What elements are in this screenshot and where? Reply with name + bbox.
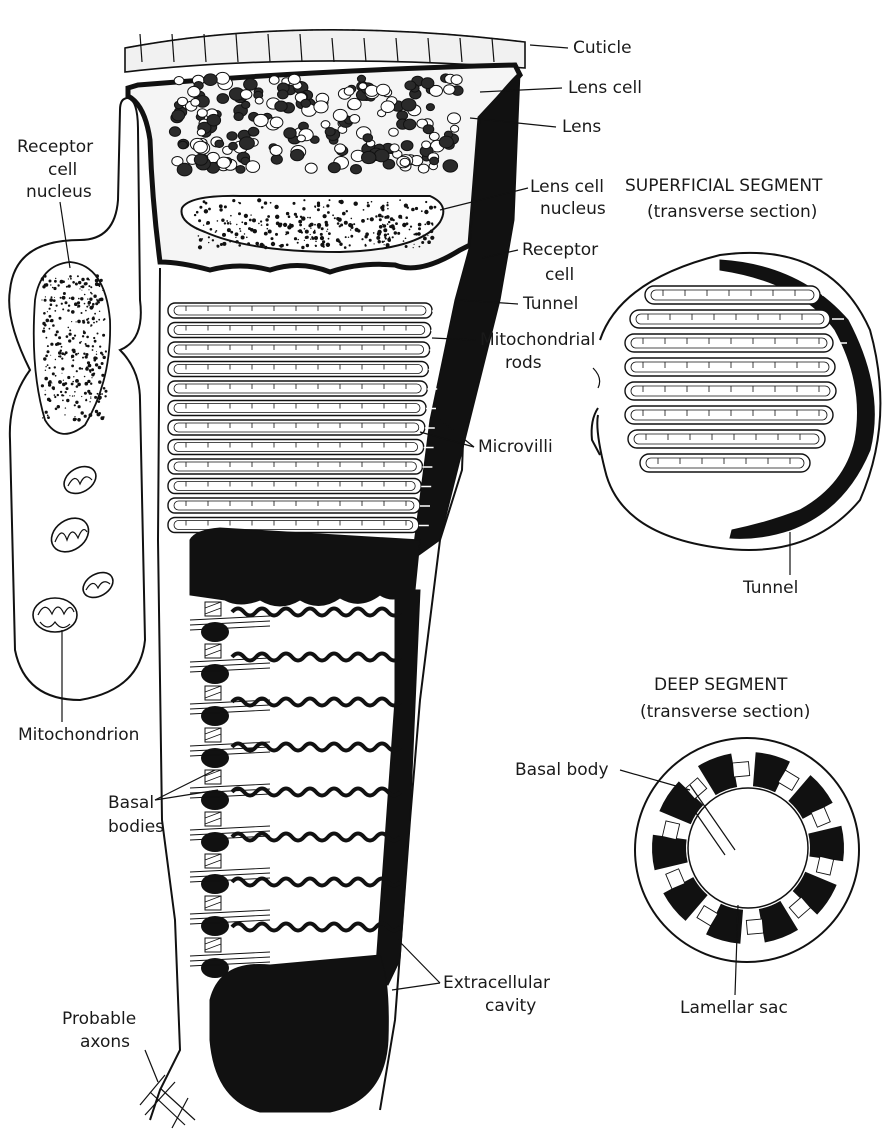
deep-subtitle: (transverse section) bbox=[640, 702, 810, 722]
longitudinal-section bbox=[125, 30, 525, 1128]
basal-black-mass bbox=[210, 955, 388, 1112]
lamellar-sac-lumen bbox=[688, 788, 808, 908]
label-probable-axons-2: axons bbox=[80, 1032, 130, 1052]
mitochondrion-3 bbox=[79, 567, 118, 602]
label-tunnel: Tunnel bbox=[522, 294, 578, 314]
label-lens-cell-nucleus-2: nucleus bbox=[540, 199, 606, 219]
mitochondrion-1 bbox=[59, 461, 100, 499]
deep-basal-body-label: Basal body bbox=[515, 760, 609, 780]
label-extracellular-1: Extracellular bbox=[443, 973, 550, 993]
label-lens-cell: Lens cell bbox=[568, 78, 642, 98]
superficial-subtitle: (transverse section) bbox=[647, 202, 817, 222]
mitochondrion-4 bbox=[33, 598, 77, 632]
label-basal-bodies-1: Basal bbox=[108, 793, 154, 813]
label-probable-axons-1: Probable bbox=[62, 1009, 136, 1029]
label-mito-rods-2: rods bbox=[505, 353, 542, 373]
microvilli-stack bbox=[168, 303, 442, 533]
label-lens-cell-nucleus-1: Lens cell bbox=[530, 177, 604, 197]
label-receptor-cell-2: cell bbox=[545, 265, 574, 285]
superficial-tunnel-label: Tunnel bbox=[742, 578, 798, 598]
mitochondrion-2 bbox=[45, 511, 95, 559]
label-mitochondrion: Mitochondrion bbox=[18, 725, 139, 745]
label-mito-rods-1: Mitochondrial bbox=[480, 330, 595, 350]
deep-lamellar-sac-label: Lamellar sac bbox=[680, 998, 788, 1018]
basal-bodies bbox=[190, 602, 270, 978]
label-basal-bodies-2: bodies bbox=[108, 817, 164, 837]
deep-title: DEEP SEGMENT bbox=[654, 675, 788, 695]
label-receptor-nucleus-1: Receptor bbox=[17, 137, 93, 157]
lamellae bbox=[232, 609, 400, 931]
label-microvilli: Microvilli bbox=[478, 437, 553, 457]
superficial-microvilli bbox=[625, 286, 850, 472]
label-extracellular-2: cavity bbox=[485, 996, 536, 1016]
mitochondria bbox=[33, 461, 117, 632]
deep-segment-diagram bbox=[635, 738, 859, 962]
probable-axons bbox=[140, 1075, 195, 1128]
label-receptor-nucleus-3: nucleus bbox=[26, 182, 92, 202]
superficial-title: SUPERFICIAL SEGMENT bbox=[625, 176, 823, 196]
superficial-segment-diagram bbox=[592, 253, 881, 550]
label-receptor-nucleus-2: cell bbox=[48, 160, 77, 180]
label-cuticle: Cuticle bbox=[573, 38, 632, 58]
label-receptor-cell-1: Receptor bbox=[522, 240, 598, 260]
deep-segment-cap bbox=[190, 528, 420, 606]
label-lens: Lens bbox=[562, 117, 601, 137]
